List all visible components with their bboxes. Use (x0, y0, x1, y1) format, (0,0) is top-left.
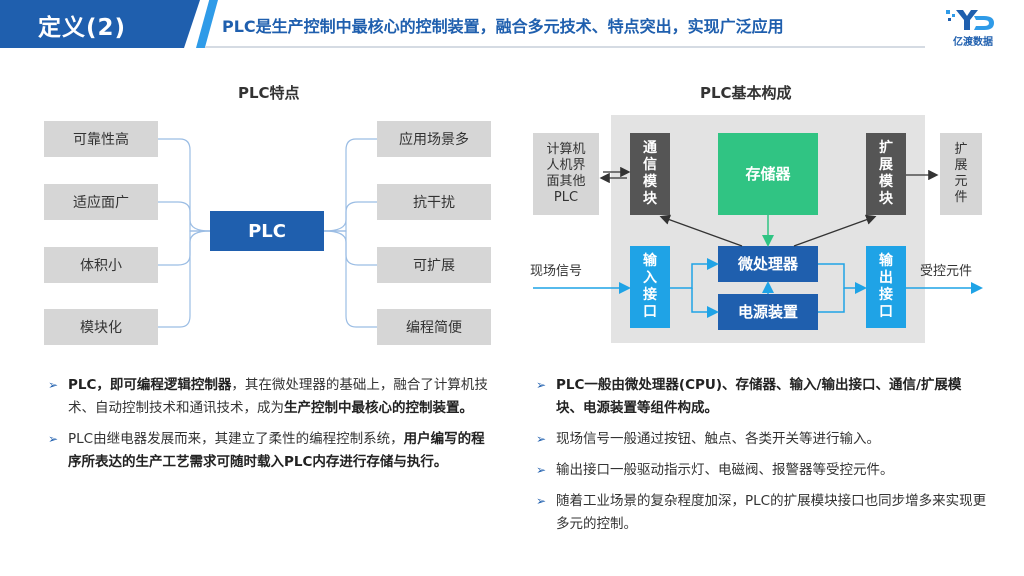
logo-text: 亿渡数据 (953, 37, 993, 48)
plc-center-box: PLC (210, 211, 324, 251)
bullet-marker-icon: ➢ (536, 378, 547, 392)
left-bullet-1-bold-a: PLC，即可编程逻辑控制器 (68, 377, 232, 393)
microprocessor-box: 微处理器 (718, 246, 818, 282)
feature-left-1: 可靠性高 (44, 121, 158, 157)
expand-component-box: 扩展元件 (940, 133, 982, 215)
brand-logo: 亿渡数据 (938, 8, 1008, 48)
feature-right-4: 编程简便 (377, 309, 491, 345)
feature-left-4: 模块化 (44, 309, 158, 345)
bullet-marker-icon: ➢ (536, 494, 547, 508)
computer-hmi-box: 计算机人机界面其他PLC (533, 133, 599, 215)
output-port-box: 输出接口 (866, 246, 906, 328)
right-bullet-2: ➢ 现场信号一般通过按钮、触点、各类开关等进行输入。 (536, 428, 988, 451)
left-bullet-2-text: PLC由继电器发展而来，其建立了柔性的编程控制系统， (68, 431, 404, 447)
feature-left-2: 适应面广 (44, 184, 158, 220)
logo-mark-icon (946, 10, 994, 30)
left-bullet-2-bold: 用户编写的程序所表达的生产工艺需求可随时载入PLC内存进行存储与执行。 (68, 431, 485, 470)
feature-right-2: 抗干扰 (377, 184, 491, 220)
right-bullets: ➢ PLC一般由微处理器(CPU)、存储器、输入/输出接口、通信/扩展模块、电源… (536, 374, 988, 544)
left-bullet-1-text: ，其在微处理器的基础上，融合了计算机技术、自动控制技术和通讯技术，成为 (68, 377, 488, 416)
bullet-marker-icon: ➢ (536, 463, 547, 477)
feature-right-1: 应用场景多 (377, 121, 491, 157)
right-bullet-3: ➢ 输出接口一般驱动指示灯、电磁阀、报警器等受控元件。 (536, 459, 988, 482)
header-divider (205, 46, 925, 48)
left-bullet-1: ➢ PLC，即可编程逻辑控制器，其在微处理器的基础上，融合了计算机技术、自动控制… (48, 374, 498, 420)
right-bullet-1-text: PLC一般由微处理器(CPU)、存储器、输入/输出接口、通信/扩展模块、电源装置… (556, 377, 962, 416)
input-port-box: 输入接口 (630, 246, 670, 328)
storage-box: 存储器 (718, 133, 818, 215)
bullet-marker-icon: ➢ (48, 378, 59, 392)
header-banner (0, 0, 200, 48)
field-signal-label: 现场信号 (530, 264, 583, 279)
feature-left-3: 体积小 (44, 247, 158, 283)
left-bullet-1-bold-b: 生产控制中最核心的控制装置。 (284, 400, 473, 416)
feature-right-3: 可扩展 (377, 247, 491, 283)
page-subtitle: PLC是生产控制中最核心的控制装置，融合多元技术、特点突出，实现广泛应用 (222, 17, 784, 36)
right-bullet-4: ➢ 随着工业场景的复杂程度加深，PLC的扩展模块接口也同步增多来实现更多元的控制… (536, 490, 988, 536)
right-bullet-3-text: 输出接口一般驱动指示灯、电磁阀、报警器等受控元件。 (556, 462, 894, 478)
controlled-element-label: 受控元件 (920, 264, 973, 279)
bullet-marker-icon: ➢ (48, 432, 59, 446)
right-section-title: PLC基本构成 (700, 84, 792, 102)
bullet-marker-icon: ➢ (536, 432, 547, 446)
left-section-title: PLC特点 (238, 84, 300, 102)
expand-module-box: 扩展模块 (866, 133, 906, 215)
left-bullet-2: ➢ PLC由继电器发展而来，其建立了柔性的编程控制系统，用户编写的程序所表达的生… (48, 428, 498, 474)
right-bullet-1: ➢ PLC一般由微处理器(CPU)、存储器、输入/输出接口、通信/扩展模块、电源… (536, 374, 988, 420)
page-title: 定义(2) (38, 15, 127, 41)
left-bullets: ➢ PLC，即可编程逻辑控制器，其在微处理器的基础上，融合了计算机技术、自动控制… (48, 374, 498, 482)
right-bullet-2-text: 现场信号一般通过按钮、触点、各类开关等进行输入。 (556, 431, 880, 447)
comm-module-box: 通信模块 (630, 133, 670, 215)
right-bullet-4-text: 随着工业场景的复杂程度加深，PLC的扩展模块接口也同步增多来实现更多元的控制。 (556, 493, 987, 532)
power-supply-box: 电源装置 (718, 294, 818, 330)
